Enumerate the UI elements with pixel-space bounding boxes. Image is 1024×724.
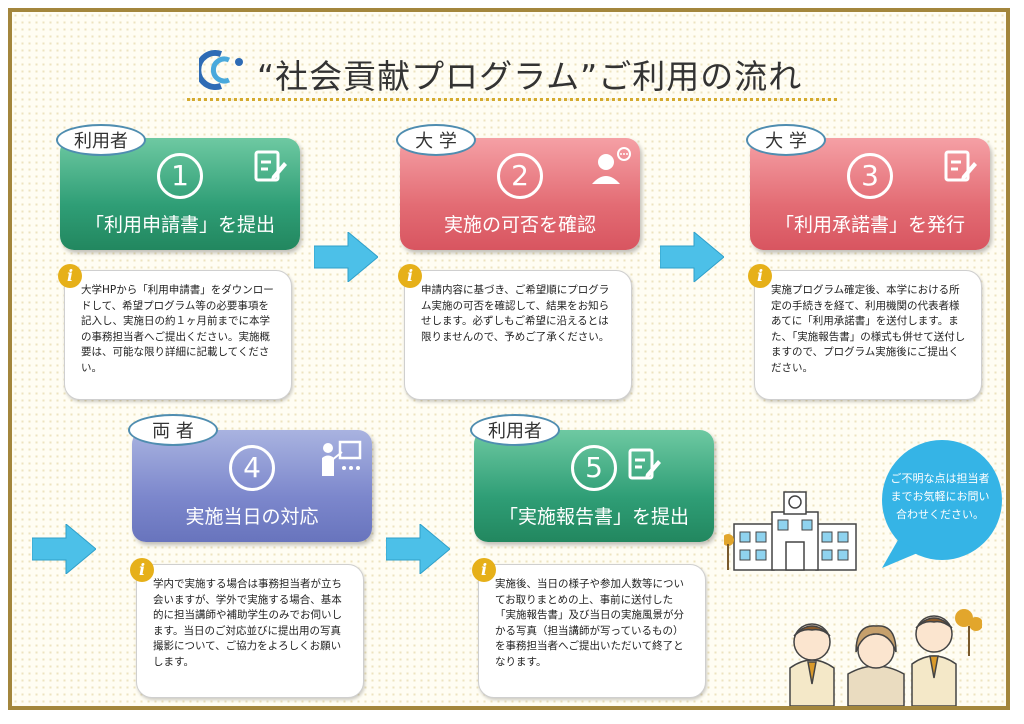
- contact-bubble-text-area: ご不明な点は担当者までお気軽にお問い合わせください。: [868, 432, 1006, 572]
- step-3-info: 実施プログラム確定後、本学における所定の手続きを経て、利用機関の代表者様あてに「…: [754, 270, 982, 400]
- page-title: “社会貢献プログラム”ご利用の流れ: [257, 57, 803, 96]
- step-4-label: 実施当日の対応: [185, 506, 319, 528]
- arrow-right-icon: [660, 232, 724, 282]
- arrow-right-icon: [32, 524, 96, 574]
- title-area: “社会貢献プログラム”ご利用の流れ: [187, 40, 837, 102]
- step-5-card: 5 「実施報告書」を提出: [474, 430, 714, 542]
- step-3-number: 3: [840, 152, 900, 199]
- arrow-right-icon: [386, 524, 450, 574]
- step-3-label: 「利用承諾書」を発行: [774, 214, 965, 236]
- step-1-info-text: 大学HPから「利用申請書」をダウンロードして、希望プログラム等の必要事項を記入し…: [81, 284, 274, 374]
- person-speech-icon: [592, 147, 631, 184]
- step-1-role: 利用者: [56, 124, 146, 156]
- step-4-info: 学内で実施する場合は事務担当者が立ち会いますが、学外で実施する場合、基本的に担当…: [136, 564, 364, 698]
- form-edit-icon: [254, 150, 287, 182]
- step-4-role: 両 者: [128, 414, 218, 446]
- form-edit-icon: [944, 150, 977, 182]
- step-3-role: 大 学: [746, 124, 826, 156]
- info-icon: i: [748, 264, 772, 288]
- title-underline: [187, 98, 837, 101]
- step-4-info-text: 学内で実施する場合は事務担当者が立ち会いますが、学外で実施する場合、基本的に担当…: [153, 578, 342, 668]
- step-2-info-text: 申請内容に基づき、ご希望順にプログラム実施の可否を確認して、結果をお知らせします…: [421, 284, 610, 343]
- step-5-info-text: 実施後、当日の様子や参加人数等についてお取りまとめの上、事前に送付した「実施報告…: [495, 578, 684, 668]
- step-2-role: 大 学: [396, 124, 476, 156]
- contact-bubble-text: ご不明な点は担当者までお気軽にお問い合わせください。: [890, 472, 990, 521]
- step-3-info-text: 実施プログラム確定後、本学における所定の手続きを経て、利用機関の代表者様あてに「…: [771, 284, 966, 374]
- step-1-label: 「利用申請書」を提出: [84, 214, 275, 236]
- university-logo-icon: [199, 50, 243, 90]
- staff-people-illustration: [789, 609, 982, 706]
- info-icon: i: [472, 558, 496, 582]
- info-icon: i: [130, 558, 154, 582]
- info-icon: i: [58, 264, 82, 288]
- step-1-info: 大学HPから「利用申請書」をダウンロードして、希望プログラム等の必要事項を記入し…: [64, 270, 292, 400]
- step-5-number: 5: [564, 444, 624, 491]
- presentation-icon: [322, 440, 362, 476]
- form-edit-icon: [628, 448, 661, 480]
- step-1-number: 1: [150, 152, 210, 199]
- university-building-illustration: [724, 491, 857, 571]
- flow-frame: “社会貢献プログラム”ご利用の流れ 1 「利用申請書」を提出 利用者 大学HPか…: [8, 8, 1010, 710]
- step-2-number: 2: [490, 152, 550, 199]
- step-4-card: 4 実施当日の対応: [132, 430, 372, 542]
- contact-speech-bubble: [882, 440, 1002, 568]
- step-5-info: 実施後、当日の様子や参加人数等についてお取りまとめの上、事前に送付した「実施報告…: [478, 564, 706, 698]
- step-2-label: 実施の可否を確認: [443, 214, 596, 236]
- step-5-role: 利用者: [470, 414, 560, 446]
- arrow-right-icon: [314, 232, 378, 282]
- info-icon: i: [398, 264, 422, 288]
- step-5-label: 「実施報告書」を提出: [498, 506, 689, 528]
- step-4-number: 4: [222, 444, 282, 491]
- step-2-info: 申請内容に基づき、ご希望順にプログラム実施の可否を確認して、結果をお知らせします…: [404, 270, 632, 400]
